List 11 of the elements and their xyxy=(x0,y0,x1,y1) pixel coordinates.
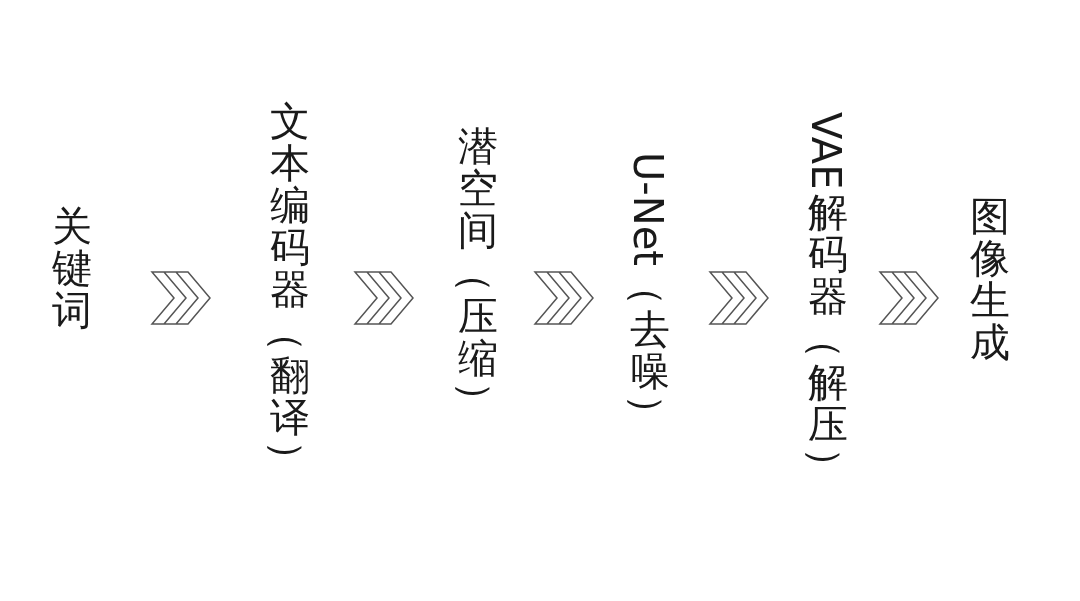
chevron-arrow xyxy=(150,271,211,325)
chevron-arrow xyxy=(708,271,769,325)
vertical-text: 图像生成 xyxy=(968,195,1012,363)
vertical-text: 文本编码器（翻译） xyxy=(268,100,312,482)
vertical-text: 关键词 xyxy=(50,205,94,331)
chevron-arrow xyxy=(353,271,414,325)
vertical-text: U-Net（去噪） xyxy=(628,150,672,436)
vertical-text: 潜空间（压缩） xyxy=(456,125,500,423)
vertical-text: VAE解码器（解压） xyxy=(806,110,850,490)
chevron-arrow xyxy=(533,271,594,325)
chevron-arrow xyxy=(878,271,939,325)
